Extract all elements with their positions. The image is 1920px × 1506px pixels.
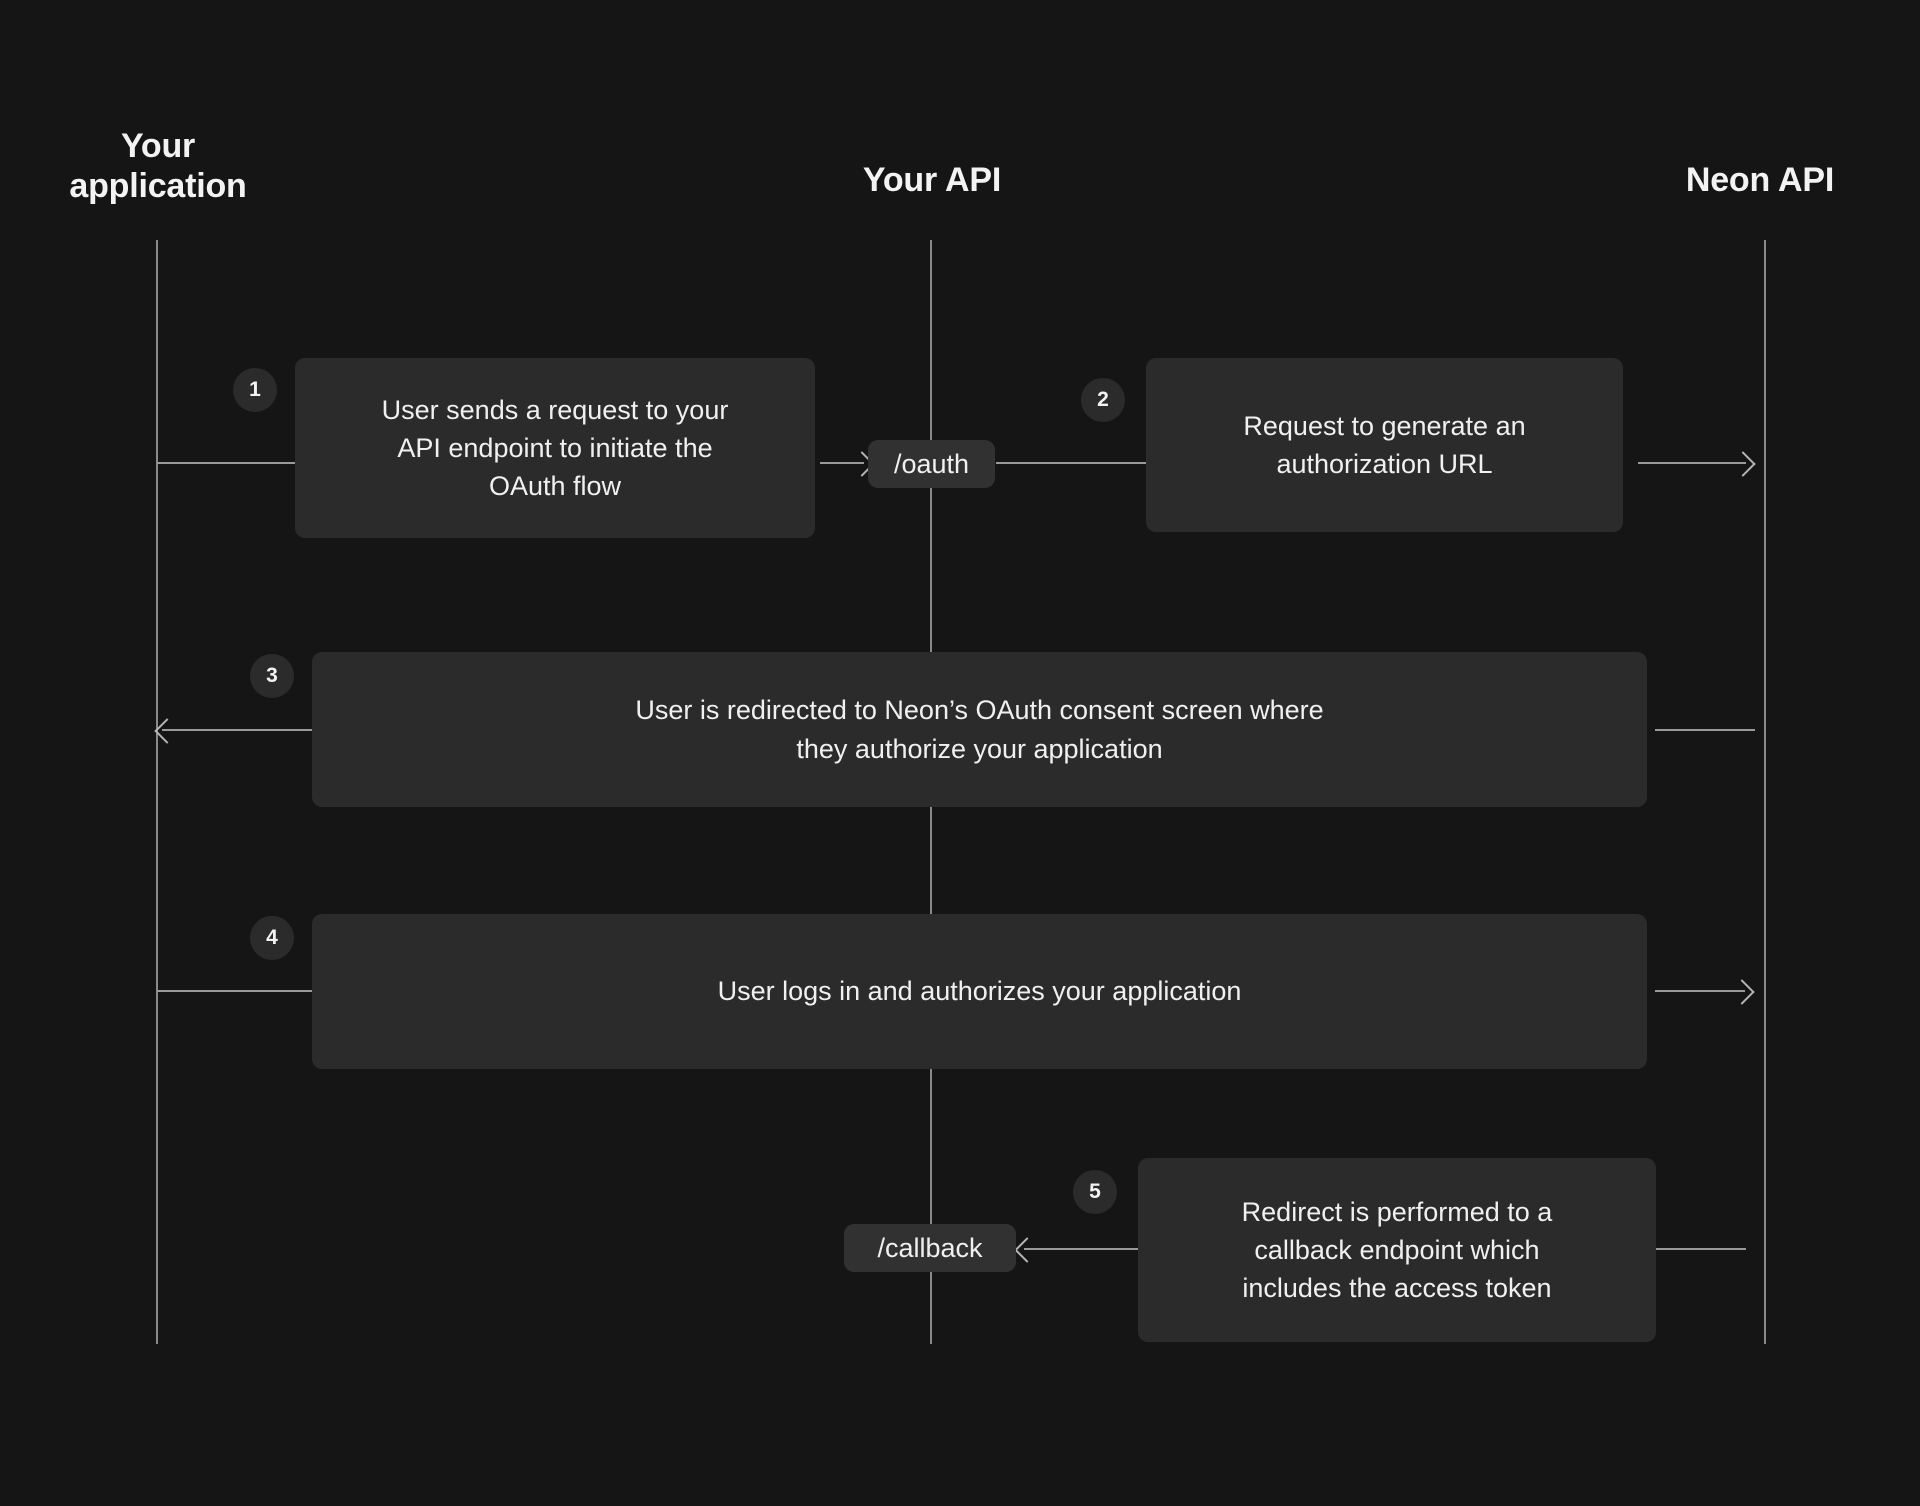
- step-badge-4: 4: [250, 916, 294, 960]
- message-box-step-3: User is redirected to Neon’s OAuth conse…: [312, 652, 1647, 807]
- message-box-step-2: Request to generate an authorization URL: [1146, 358, 1623, 532]
- message-text-step-3: User is redirected to Neon’s OAuth conse…: [635, 695, 1324, 764]
- arrowhead-step-3-left: [154, 718, 180, 744]
- connector-step-5-right: [1656, 1248, 1746, 1250]
- endpoint-pill-callback-label: /callback: [877, 1232, 983, 1263]
- step-badge-2: 2: [1081, 378, 1125, 422]
- connector-step-1-left: [157, 462, 297, 464]
- connector-step-4-right: [1655, 990, 1745, 992]
- arrowhead-step-2-right: [1730, 451, 1756, 477]
- message-box-step-4: User logs in and authorizes your applica…: [312, 914, 1647, 1069]
- endpoint-pill-oauth-label: /oauth: [893, 448, 970, 479]
- endpoint-pill-oauth[interactable]: /oauth: [868, 440, 995, 488]
- connector-step-4-left: [157, 990, 317, 992]
- message-text-step-2: Request to generate an authorization URL: [1243, 410, 1526, 479]
- connector-step-3-left: [162, 729, 312, 731]
- connector-step-1-to-oauth: [820, 462, 864, 464]
- message-box-step-5: Redirect is performed to a callback endp…: [1138, 1158, 1656, 1342]
- step-badge-5: 5: [1073, 1170, 1117, 1214]
- message-box-step-1: User sends a request to your API endpoin…: [295, 358, 815, 538]
- connector-step-5-left: [1024, 1248, 1138, 1250]
- arrowhead-step-4-right: [1729, 979, 1755, 1005]
- connector-step-3-right: [1655, 729, 1755, 731]
- connector-step-2-right: [1638, 462, 1746, 464]
- lifeline-your-application: [156, 240, 158, 1344]
- message-text-step-1: User sends a request to your API endpoin…: [381, 394, 729, 502]
- message-text-step-4: User logs in and authorizes your applica…: [717, 976, 1242, 1007]
- message-text-step-5: Redirect is performed to a callback endp…: [1241, 1196, 1553, 1304]
- arrowhead-step-5-left: [1014, 1237, 1040, 1263]
- lifeline-label-your-application: Your application: [69, 127, 247, 206]
- lifeline-label-your-api: Your API: [862, 161, 1002, 199]
- lifeline-label-neon-api: Neon API: [1685, 161, 1835, 199]
- connector-oauth-to-step-2: [996, 462, 1146, 464]
- lifeline-neon-api: [1764, 240, 1766, 1344]
- step-badge-1: 1: [233, 368, 277, 412]
- endpoint-pill-callback[interactable]: /callback: [844, 1224, 1016, 1272]
- step-badge-3: 3: [250, 654, 294, 698]
